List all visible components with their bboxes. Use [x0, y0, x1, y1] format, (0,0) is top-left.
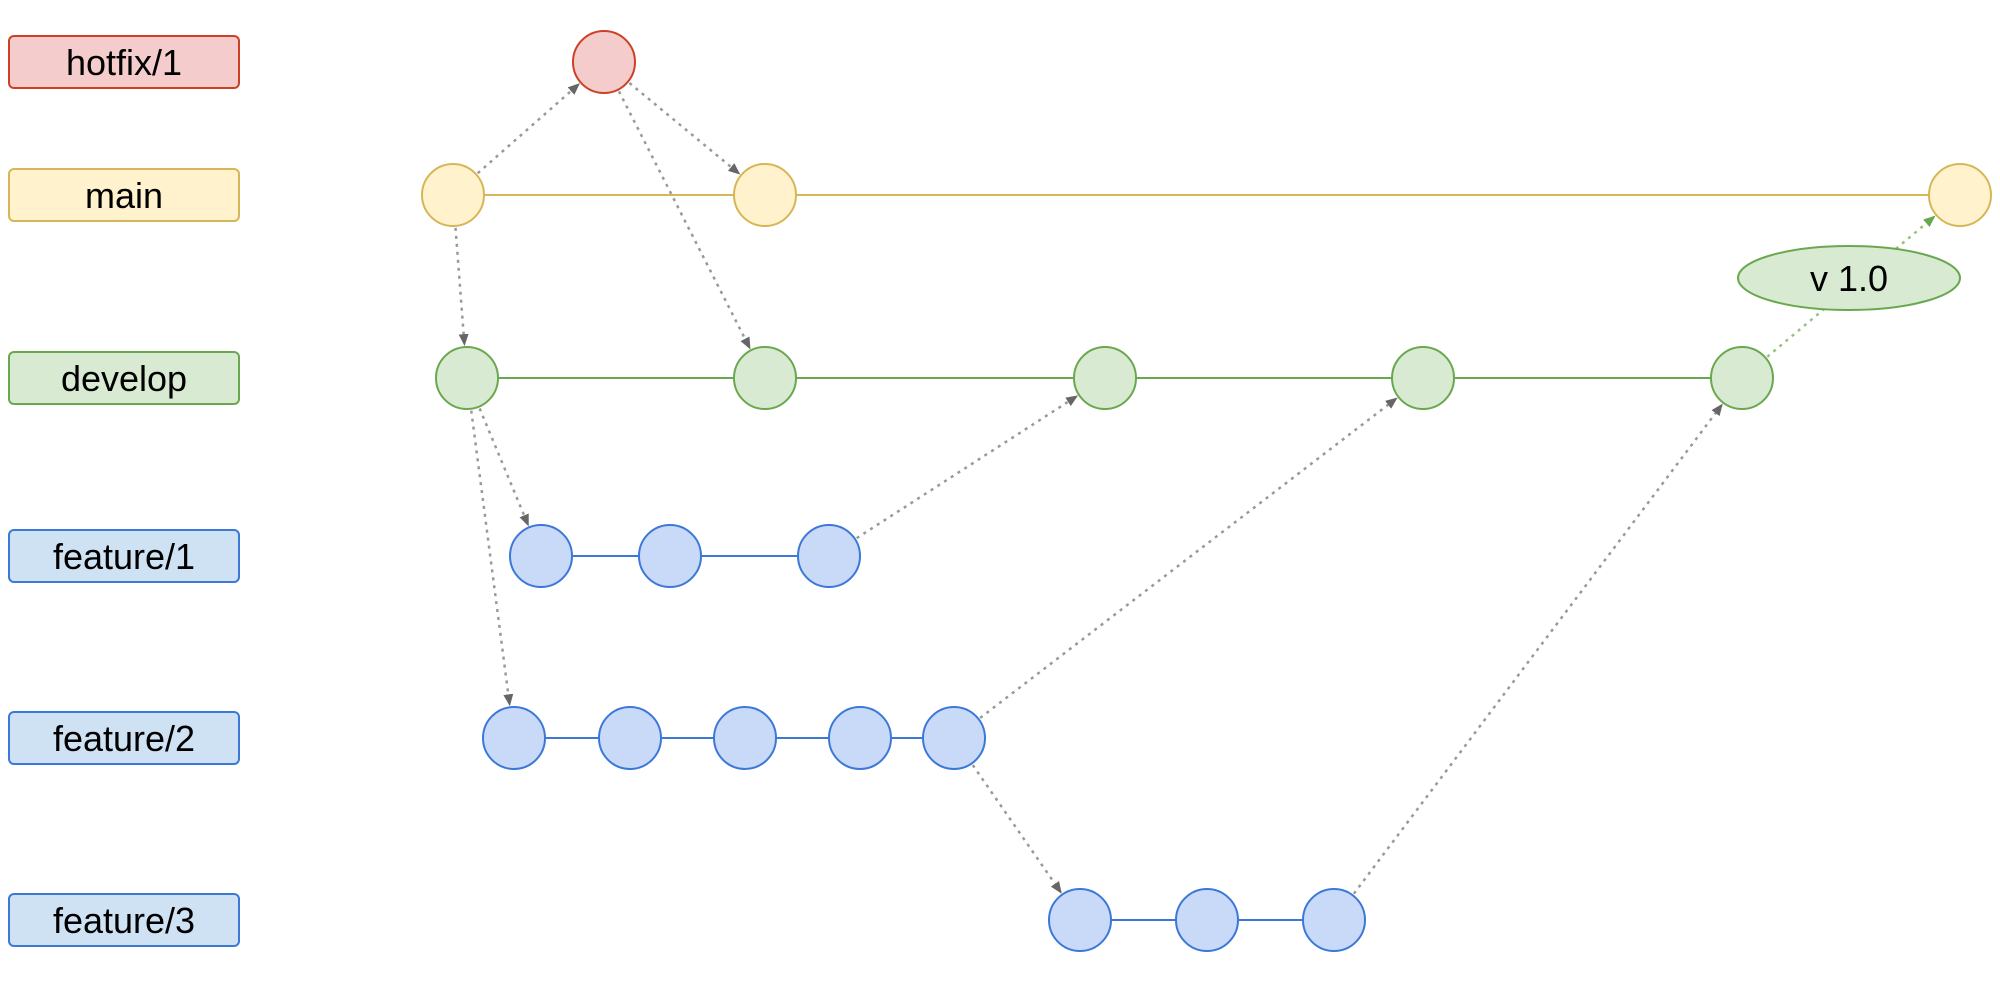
merge-arrow: [971, 764, 1062, 894]
merge-arrow: [476, 83, 580, 175]
merge-arrow: [628, 82, 741, 175]
commit-node-f3: [1048, 888, 1112, 952]
branch-labels: hotfix/1 main develop feature/1 feature/2 fea…: [8, 35, 240, 947]
branch-label-f3: feature/3: [53, 900, 195, 941]
commit-node-develop: [733, 346, 797, 410]
merge-arrow: [1352, 403, 1723, 895]
commit-node-develop: [435, 346, 499, 410]
commit-node-develop: [1073, 346, 1137, 410]
branch-label-box-f2: [8, 711, 240, 765]
branch-label-box-main: [8, 168, 240, 222]
commit-node-main: [1928, 163, 1992, 227]
commit-node-f2: [598, 706, 662, 770]
merge-arrow: [478, 407, 530, 527]
commit-node-f2: [482, 706, 546, 770]
merge-arrows: [454, 82, 1936, 895]
merge-arrow: [856, 395, 1079, 540]
release-tag: v 1.0: [1737, 245, 1961, 311]
commit-node-f1: [638, 524, 702, 588]
branch-label-develop: develop: [61, 358, 187, 399]
commit-nodes: [421, 30, 1992, 952]
commit-node-f2: [713, 706, 777, 770]
commit-node-hotfix: [572, 30, 636, 94]
tag-v1-ellipse: [1737, 245, 1961, 311]
commit-node-f3: [1302, 888, 1366, 952]
merge-arrow: [979, 397, 1398, 719]
commit-node-f2: [828, 706, 892, 770]
branch-label-box-f1: [8, 529, 240, 583]
branch-label-box-f3: [8, 893, 240, 947]
branch-label-box-develop: [8, 351, 240, 405]
commit-node-f1: [509, 524, 573, 588]
merge-arrow: [454, 227, 469, 347]
commit-node-develop: [1710, 346, 1774, 410]
branch-label-box-hotfix: [8, 35, 240, 89]
branch-label-main: main: [85, 175, 163, 216]
commit-node-f1: [797, 524, 861, 588]
commit-node-develop: [1391, 346, 1455, 410]
commit-node-f2: [922, 706, 986, 770]
merge-arrow: [470, 410, 514, 707]
branch-label-f2: feature/2: [53, 718, 195, 759]
tag-v1-label: v 1.0: [1810, 258, 1888, 299]
commit-node-main: [421, 163, 485, 227]
commit-node-main: [733, 163, 797, 227]
branch-label-hotfix: hotfix/1: [66, 42, 182, 83]
commit-node-f3: [1175, 888, 1239, 952]
branch-label-f1: feature/1: [53, 536, 195, 577]
